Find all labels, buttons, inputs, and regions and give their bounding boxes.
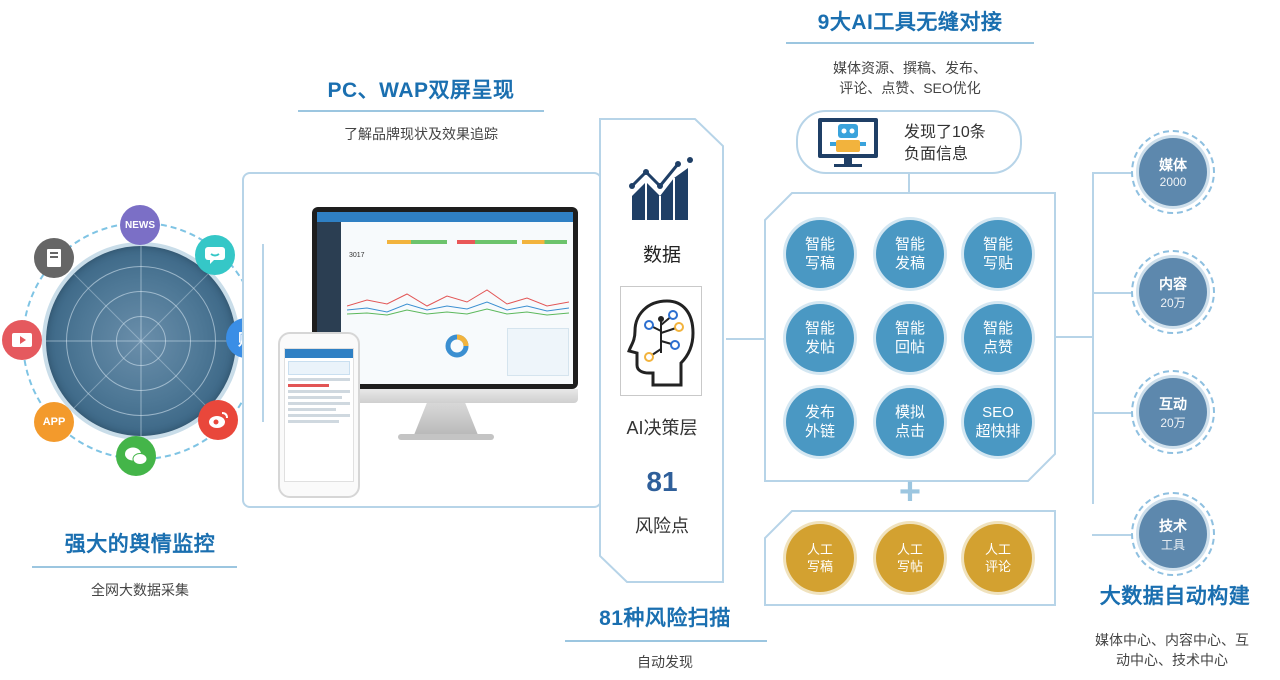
ai-tool-item[interactable]: 智能 点赞 xyxy=(964,304,1032,372)
connector-line xyxy=(262,244,264,422)
weibo-icon xyxy=(198,400,238,440)
ai-tool-item[interactable]: 发布 外链 xyxy=(786,388,854,456)
monitor-base xyxy=(398,434,494,440)
screens-subtitle: 了解品牌现状及效果追踪 xyxy=(344,126,498,142)
risk-label: 风险点 xyxy=(635,516,689,536)
hub-ring: 技术工具 xyxy=(1131,492,1215,576)
risk-subtitle: 自动发现 xyxy=(637,654,693,670)
connector-line xyxy=(726,338,764,340)
tools-title: 9大AI工具无缝对接 xyxy=(817,11,1003,34)
bigdata-subtitle: 媒体中心、内容中心、互 动中心、技术中心 xyxy=(1095,632,1249,668)
hub-value: 工具 xyxy=(1160,537,1185,552)
ai-tool-item[interactable]: SEO 超快排 xyxy=(964,388,1032,456)
connector-line xyxy=(1092,172,1094,504)
video-icon xyxy=(2,320,42,360)
ai-tool-item[interactable]: 智能 发帖 xyxy=(786,304,854,372)
bigdata-title: 大数据自动构建 xyxy=(1099,585,1251,608)
ai-brain-icon xyxy=(627,299,695,387)
hub-value: 20万 xyxy=(1160,415,1186,430)
hub-name: 内容 xyxy=(1159,275,1187,292)
hub-ring: 媒体 2000 xyxy=(1131,130,1215,214)
monitor-chin xyxy=(312,389,578,403)
hub-item[interactable]: 内容 20万 xyxy=(1139,258,1207,326)
tools-rule xyxy=(786,42,1034,44)
hub-name: 媒体 xyxy=(1159,157,1187,173)
manual-tool-item[interactable]: 人工 写帖 xyxy=(876,524,944,592)
hub-item[interactable]: 媒体 2000 xyxy=(1139,138,1207,206)
ai-decision-label: AI决策层 xyxy=(626,418,698,438)
mobile-phone xyxy=(278,332,360,498)
connector-line xyxy=(1092,534,1132,536)
ai-tool-item[interactable]: 智能 写贴 xyxy=(964,220,1032,288)
data-chart-icon xyxy=(629,157,693,220)
monitor-subtitle: 全网大数据采集 xyxy=(91,582,189,598)
monitor-rule xyxy=(32,566,237,568)
ai-brain-card xyxy=(620,286,702,396)
data-label: 数据 xyxy=(642,245,681,266)
risk-count: 81 xyxy=(646,466,678,497)
connector-line xyxy=(1056,336,1092,338)
ai-tool-item[interactable]: 智能 写稿 xyxy=(786,220,854,288)
hub-item[interactable]: 互动 20万 xyxy=(1139,378,1207,446)
risk-rule xyxy=(565,640,767,642)
app-icon: APP xyxy=(34,402,74,442)
robot-icon xyxy=(816,116,880,167)
hub-item[interactable]: 技术工具 xyxy=(1139,500,1207,568)
plus-icon: + xyxy=(898,471,922,513)
news-icon: NEWS xyxy=(120,205,160,245)
dashboard-number: 3017 xyxy=(349,252,365,259)
connector-line xyxy=(1092,292,1132,294)
connector-line xyxy=(1092,172,1132,174)
hub-value: 2000 xyxy=(1159,175,1187,189)
hub-ring: 互动 20万 xyxy=(1131,370,1215,454)
ai-tool-item[interactable]: 模拟 点击 xyxy=(876,388,944,456)
robot-notice-text: 发现了10条 负面信息 xyxy=(904,124,986,163)
chat-icon xyxy=(195,235,235,275)
connector-line xyxy=(1092,412,1132,414)
hub-value: 20万 xyxy=(1160,295,1186,310)
manual-tool-item[interactable]: 人工 评论 xyxy=(964,524,1032,592)
ai-tool-item[interactable]: 智能 发稿 xyxy=(876,220,944,288)
tools-subtitle: 媒体资源、撰稿、发布、 评论、点赞、SEO优化 xyxy=(833,60,987,96)
screens-rule xyxy=(298,110,544,112)
wechat-icon xyxy=(116,436,156,476)
manual-tool-item[interactable]: 人工 写稿 xyxy=(786,524,854,592)
book-icon xyxy=(34,238,74,278)
hub-name: 技术 xyxy=(1159,517,1187,534)
hub-ring: 内容 20万 xyxy=(1131,250,1215,334)
ai-tool-item[interactable]: 智能 回帖 xyxy=(876,304,944,372)
monitor-title: 强大的舆情监控 xyxy=(64,533,216,556)
connector-line xyxy=(908,174,910,194)
risk-title: 81种风险扫描 xyxy=(599,607,731,630)
hub-name: 互动 xyxy=(1159,395,1187,412)
screens-title: PC、WAP双屏呈现 xyxy=(327,79,515,102)
